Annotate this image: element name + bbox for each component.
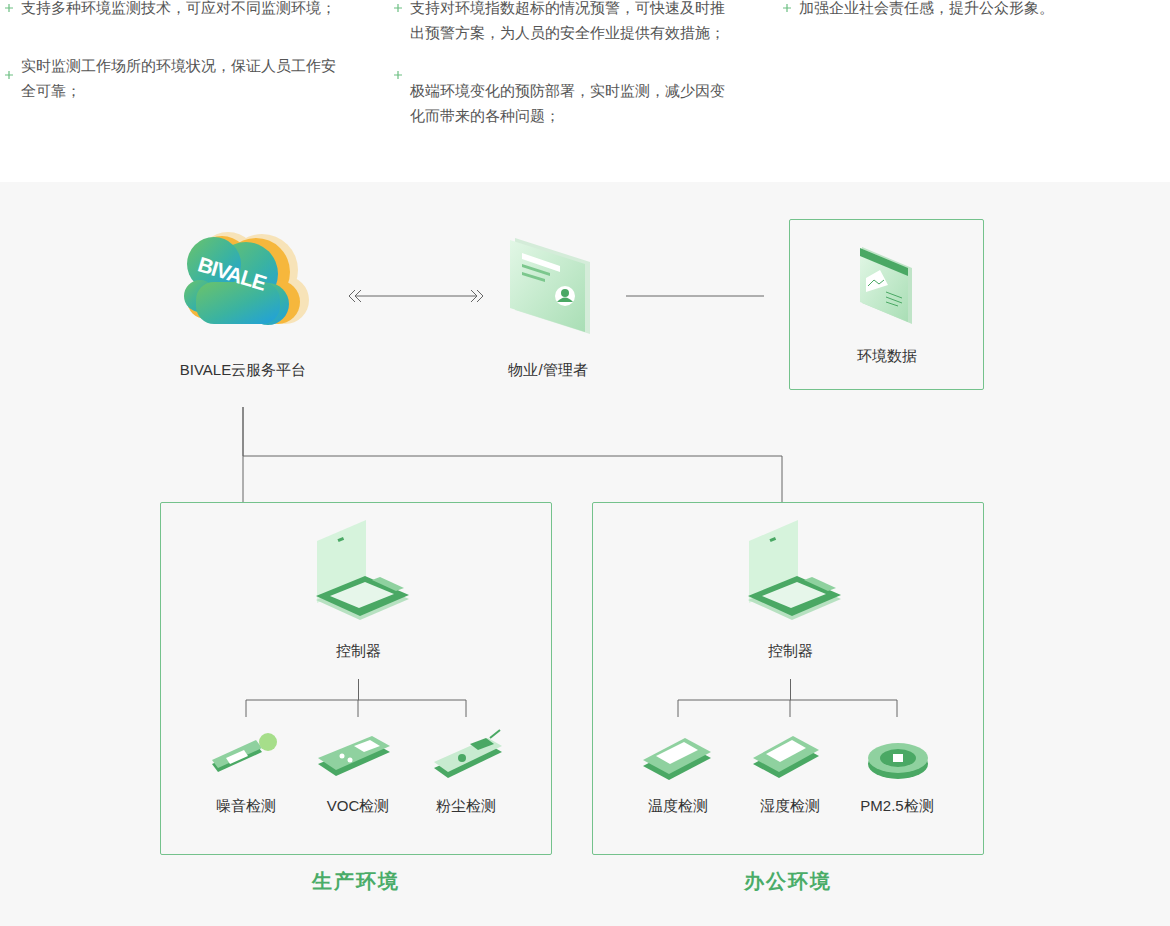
- data-card-icon: [860, 247, 912, 324]
- node-label: VOC检测: [313, 796, 403, 816]
- group-box: 环境数据: [789, 219, 984, 390]
- node-label: 噪音检测: [201, 796, 291, 816]
- manager-card-icon: [510, 238, 590, 334]
- node-label: 粉尘检测: [421, 796, 511, 816]
- icon-node: PM2.5检测: [847, 726, 947, 819]
- icon-node: 湿度检测: [745, 726, 835, 819]
- noise-meter-icon: [212, 733, 277, 772]
- bullet-text: 加强企业社会责任感，提升公众形象。: [799, 0, 1119, 21]
- group-box: 生产环境控制器噪音检测VOC检测粉尘检测: [160, 502, 552, 855]
- group-box: 办公环境控制器温度检测湿度检测PM2.5检测: [592, 502, 984, 855]
- bullet-text: 极端环境变化的预防部署，实时监测，减少因变化而带来的各种问题；: [410, 79, 738, 128]
- icon-node: 噪音检测: [201, 726, 291, 819]
- hygrometer-icon: [753, 736, 819, 778]
- icon-node: BIVALE云服务平台: [158, 225, 328, 385]
- connector: [243, 407, 782, 502]
- bullet-text: 支持对环境指数超标的情况预警，可快速及时推出预警方案，为人员的安全作业提供有效措…: [410, 0, 738, 45]
- icon-node: 物业/管理者: [490, 232, 606, 385]
- connector: [678, 679, 791, 717]
- controller-icon: [316, 520, 409, 620]
- node-label: PM2.5检测: [847, 796, 947, 816]
- group-heading: 生产环境: [161, 869, 551, 893]
- icon-node: 温度检测: [633, 726, 723, 819]
- pm25-sensor-icon: [868, 743, 928, 779]
- node-label: 环境数据: [790, 346, 983, 366]
- node-label: BIVALE云服务平台: [158, 360, 328, 380]
- bullet-text: 实时监测工作场所的环境状况，保证人员工作安全可靠；: [21, 54, 349, 103]
- icon-node: 控制器: [306, 516, 411, 663]
- connector: [626, 296, 764, 297]
- connector: [359, 679, 467, 717]
- node-label: 物业/管理者: [490, 360, 606, 380]
- cloud-icon: [184, 232, 309, 325]
- group-heading: 办公环境: [593, 869, 983, 893]
- voc-meter-icon: [318, 736, 390, 776]
- node-label: 湿度检测: [745, 796, 835, 816]
- bullet-text: 支持多种环境监测技术，可应对不同监测环境；: [21, 0, 349, 21]
- connector: [791, 679, 898, 717]
- icon-node: VOC检测: [313, 726, 403, 819]
- node-label: 控制器: [306, 641, 411, 661]
- icon-node: 控制器: [738, 516, 843, 663]
- thermometer-icon: [643, 738, 711, 780]
- node-label: 温度检测: [633, 796, 723, 816]
- connector: [246, 679, 359, 717]
- icon-node: 粉尘检测: [421, 726, 511, 819]
- node-label: 控制器: [738, 641, 843, 661]
- connector: [349, 290, 483, 302]
- dust-meter-icon: [434, 730, 502, 778]
